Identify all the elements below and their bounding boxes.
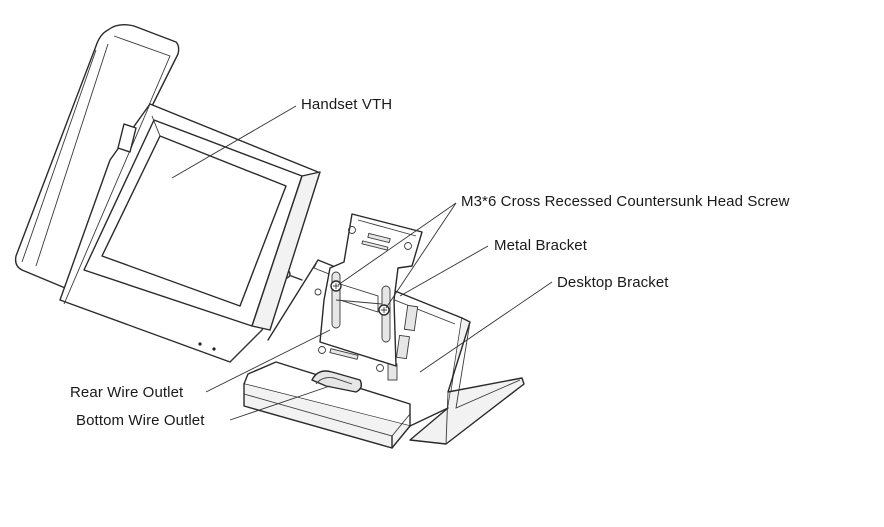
handset-vth bbox=[14, 23, 321, 363]
label-bottom-wire-outlet: Bottom Wire Outlet bbox=[76, 412, 205, 429]
label-desktop-bracket: Desktop Bracket bbox=[557, 274, 669, 291]
desktop-bracket-base bbox=[243, 361, 411, 449]
label-handset-vth: Handset VTH bbox=[301, 96, 393, 113]
label-screw: M3*6 Cross Recessed Countersunk Head Scr… bbox=[461, 193, 790, 210]
label-metal-bracket: Metal Bracket bbox=[494, 237, 587, 254]
leader-lines bbox=[171, 105, 553, 421]
label-rear-wire-outlet: Rear Wire Outlet bbox=[70, 384, 184, 401]
